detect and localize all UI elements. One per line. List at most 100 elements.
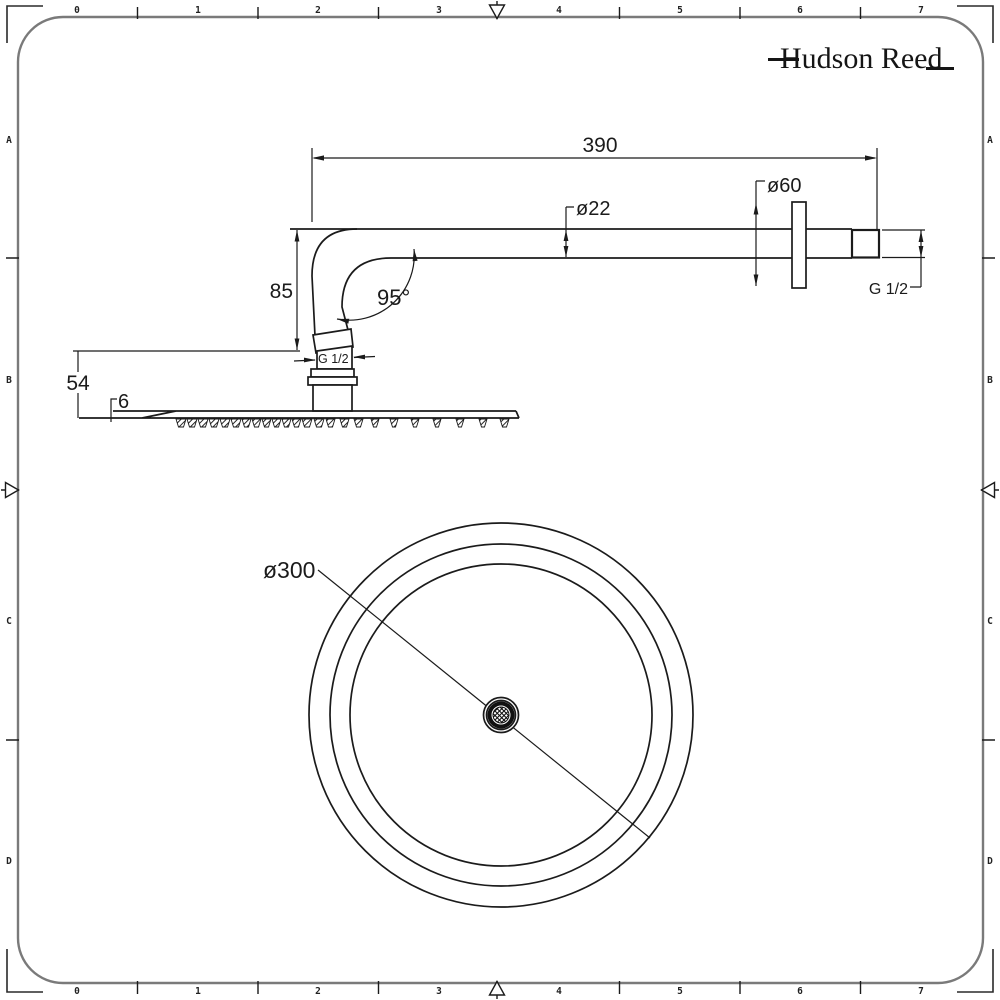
ruler-labels: 0 1 2 3 4 5 6 7 0 1 2 3 4 5 6 7 A B C D … <box>6 5 993 997</box>
center-inlet-hub <box>482 696 520 734</box>
ruler-bottom-0: 0 <box>74 986 80 997</box>
dim-head-diameter-label: ø300 <box>263 557 315 583</box>
nozzle <box>219 418 231 428</box>
shower-head-plate <box>79 410 520 419</box>
center-mark-top-icon <box>488 4 506 20</box>
arrow-connector-thread-right <box>353 354 365 360</box>
arrow-arm-length-left <box>312 155 324 161</box>
logo-underscore-mark <box>926 67 954 70</box>
nozzle <box>230 418 242 428</box>
arrow-tube-dia-up <box>563 230 569 241</box>
logo-dash-mark <box>768 58 799 61</box>
arrow-drop-down <box>294 338 300 350</box>
arrow-flange-dia-up <box>753 203 759 215</box>
connector-ring-upper <box>310 368 355 378</box>
dim-plate-thickness-label: 6 <box>118 391 129 413</box>
arrow-flange-dia-down <box>753 274 759 286</box>
nozzle <box>261 418 272 428</box>
nozzle <box>241 418 252 428</box>
nozzle <box>339 418 350 428</box>
dim-flange-diameter-label: ø60 <box>767 175 801 197</box>
center-mark-left-icon <box>4 481 20 499</box>
nozzle <box>281 418 292 428</box>
dim-arm-length-label: 390 <box>582 134 617 157</box>
ruler-left-d: D <box>6 856 12 867</box>
arrow-wall-thread-down <box>918 246 924 258</box>
arrow-angle-end <box>412 249 418 262</box>
dim-head-height-label-mask <box>66 372 91 393</box>
ruler-top-6: 6 <box>797 5 803 16</box>
ruler-ticks <box>6 7 995 994</box>
nozzle <box>478 418 488 428</box>
dim-wall-thread-lines <box>882 229 925 288</box>
nozzle <box>291 418 302 428</box>
ruler-top-4: 4 <box>556 5 562 16</box>
ruler-right-c: C <box>987 616 993 627</box>
wall-flange <box>791 201 807 289</box>
side-view-shower-arm <box>79 201 881 428</box>
nozzle <box>455 418 465 428</box>
ruler-top-0: 0 <box>74 5 80 16</box>
nozzle-row <box>175 418 510 428</box>
hub-mid-ring <box>485 699 517 731</box>
ruler-bottom-6: 6 <box>797 986 803 997</box>
dim-plate-thickness-lines <box>110 398 117 422</box>
arrow-wall-thread-up <box>918 230 924 242</box>
nozzle <box>389 418 399 428</box>
arm-bend-outer-edge <box>311 228 358 337</box>
ruler-top-2: 2 <box>315 5 321 16</box>
center-mark-bottom-icon <box>488 980 506 996</box>
ruler-bottom-5: 5 <box>677 986 683 997</box>
ruler-right-b: B <box>987 375 993 386</box>
dim-connector-thread-label: G 1/2 <box>318 352 349 366</box>
ruler-left-b: B <box>6 375 12 386</box>
arm-bend-inner-edge <box>341 257 392 331</box>
ruler-bottom-1: 1 <box>195 986 201 997</box>
nozzle <box>410 418 420 428</box>
border-frame <box>16 15 985 985</box>
nozzle <box>271 418 282 428</box>
ruler-bottom-3: 3 <box>436 986 442 997</box>
dim-angle-arc <box>336 248 415 321</box>
head-outer-rim-circle <box>308 522 694 908</box>
ruler-bottom-4: 4 <box>556 986 562 997</box>
dim-drop-label: 85 <box>270 280 293 303</box>
hub-dark-ring <box>487 701 515 729</box>
ruler-left-c: C <box>6 616 12 627</box>
nozzle <box>197 418 209 428</box>
nozzle <box>353 418 364 428</box>
dim-flange-diameter-lines <box>755 180 765 286</box>
arrow-tube-dia-down <box>563 246 569 257</box>
nozzle <box>208 418 220 428</box>
arrow-connector-thread-left <box>304 357 316 363</box>
nozzle <box>313 418 325 428</box>
hub-mesh-filter <box>492 706 510 724</box>
nozzle <box>251 418 262 428</box>
nozzle <box>370 418 380 428</box>
ruler-right-d: D <box>987 856 993 867</box>
center-mark-right-icon <box>980 481 996 499</box>
corner-marks <box>6 5 994 993</box>
arrow-arm-length-right <box>865 155 877 161</box>
arrow-drop-up <box>294 230 300 242</box>
dim-arm-length-lines <box>311 148 878 229</box>
ruler-left-a: A <box>6 135 12 146</box>
dim-wall-thread-label: G 1/2 <box>869 281 908 298</box>
dim-head-height-label: 54 <box>66 372 90 395</box>
nozzle <box>432 418 442 428</box>
ruler-top-1: 1 <box>195 5 201 16</box>
wall-thread-connector <box>850 228 881 259</box>
dim-head-diameter-leader <box>317 569 651 839</box>
head-inner-face-circle <box>349 563 653 867</box>
ruler-bottom-7: 7 <box>918 986 924 997</box>
brand-logo: Hudson Reed <box>768 42 980 82</box>
head-middle-rim-circle <box>329 543 673 887</box>
ruler-right-a: A <box>987 135 993 146</box>
nozzle <box>499 418 510 428</box>
ruler-top-3: 3 <box>436 5 442 16</box>
dimension-annotations: 390 ø22 ø60 G 1/2 85 95° G 1/2 54 6 <box>66 134 925 422</box>
connector-base <box>312 384 353 412</box>
